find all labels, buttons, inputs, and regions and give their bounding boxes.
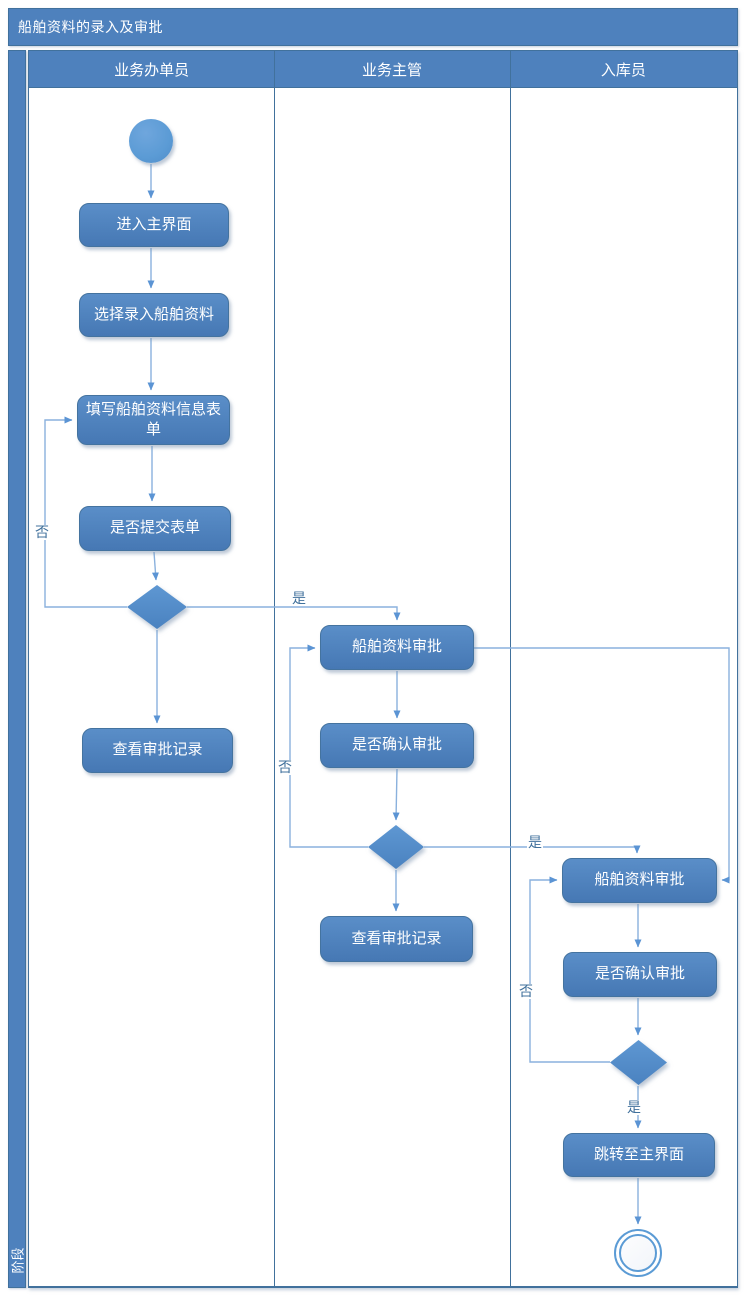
stage-strip [8, 50, 26, 1288]
edge-label-yes-clerk: 是 [291, 590, 307, 607]
lane-header-band: 业务办单员 业务主管 入库员 [28, 50, 738, 88]
diamond-shape [610, 1040, 667, 1085]
lane-separator-2 [510, 50, 511, 1288]
node-warehouse-confirm: 是否确认审批 [563, 952, 717, 997]
node-fill-form: 填写船舶资料信息表单 [77, 395, 230, 445]
lane-header-supervisor: 业务主管 [361, 61, 422, 79]
end-node-inner [619, 1234, 657, 1272]
node-clerk-view-records: 查看审批记录 [82, 728, 233, 773]
node-select-entry: 选择录入船舶资料 [79, 293, 229, 337]
edge-label-no-warehouse: 否 [518, 983, 534, 1000]
edge-label-yes-warehouse: 是 [626, 1099, 642, 1116]
edge-label-yes-supervisor: 是 [527, 834, 543, 851]
node-jump-main: 跳转至主界面 [563, 1133, 715, 1177]
edge-label-no-clerk: 否 [34, 524, 50, 541]
node-supervisor-approve: 船舶资料审批 [320, 625, 474, 670]
edge-label-no-supervisor: 否 [277, 759, 293, 776]
node-supervisor-confirm: 是否确认审批 [320, 723, 474, 768]
decision-warehouse-confirm [610, 1040, 667, 1085]
stage-label: 阶段 [10, 1246, 26, 1274]
end-node [614, 1229, 662, 1277]
decision-submit-form [127, 585, 187, 629]
diamond-shape [127, 585, 187, 629]
lane-header-clerk: 业务办单员 [114, 61, 190, 79]
node-supervisor-view-records: 查看审批记录 [320, 916, 473, 962]
node-warehouse-approve: 船舶资料审批 [562, 858, 717, 903]
diagram-title-bar: 船舶资料的录入及审批 [8, 8, 738, 46]
diagram-title: 船舶资料的录入及审批 [18, 19, 163, 35]
start-node [129, 119, 173, 163]
node-enter-main: 进入主界面 [79, 203, 229, 247]
decision-supervisor-confirm [368, 825, 424, 869]
lane-header-warehouse: 入库员 [600, 61, 646, 79]
node-submit-form: 是否提交表单 [79, 506, 231, 551]
diamond-shape [368, 825, 424, 869]
lane-separator-1 [274, 50, 275, 1288]
